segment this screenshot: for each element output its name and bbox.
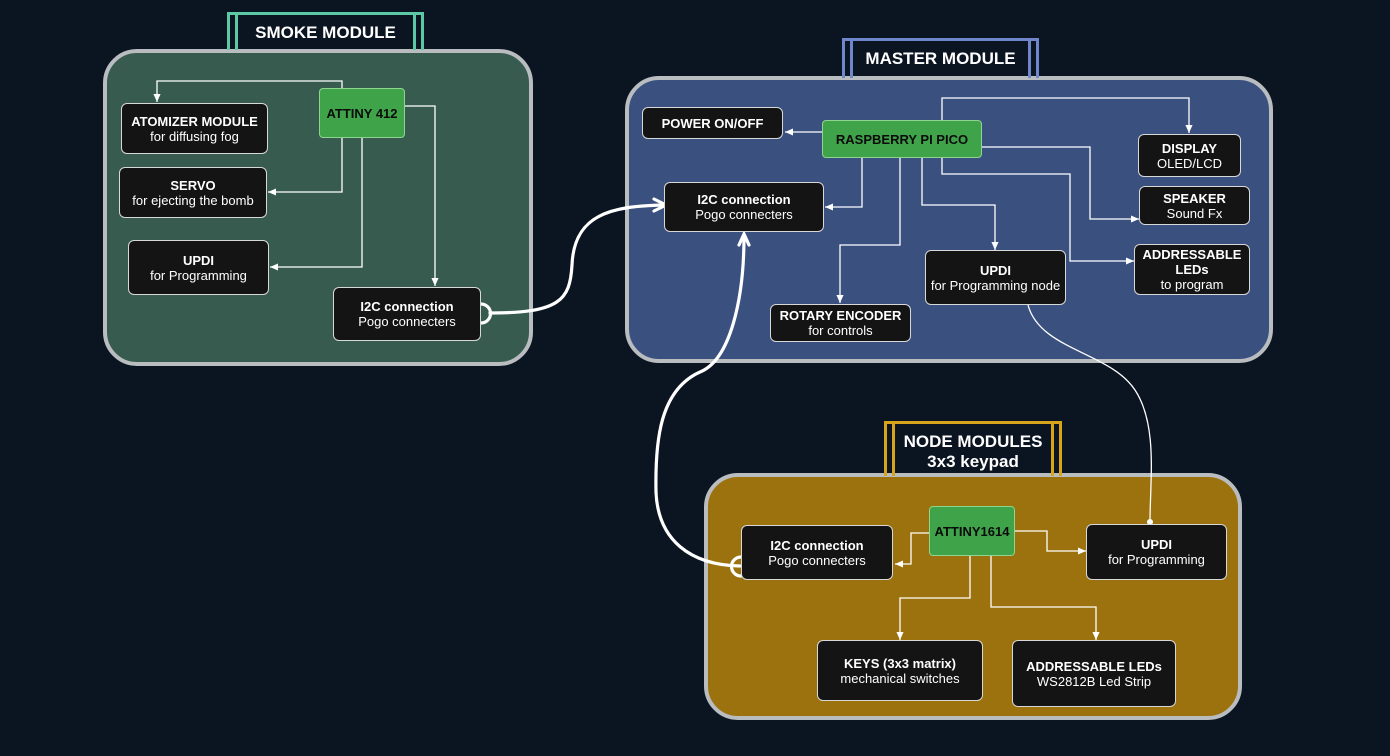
- wire-node-chip-to-keys: [896, 556, 971, 640]
- smoke-i2c-subtitle: Pogo connecters: [358, 314, 456, 329]
- attiny412-chip: ATTINY 412: [319, 88, 405, 138]
- node-modules-title-line1: NODE MODULES: [903, 432, 1043, 451]
- wire-pico-to-updi: [921, 158, 999, 250]
- raspberry-pi-pico-chip-label: RASPBERRY PI PICO: [835, 131, 969, 147]
- wire-chip-to-i2c: [405, 105, 439, 286]
- rotary-encoder-box: ROTARY ENCODER for controls: [770, 304, 911, 342]
- keys-subtitle: mechanical switches: [840, 670, 960, 686]
- node-modules-title-line2: 3x3 keypad: [927, 452, 1019, 471]
- servo-title: SERVO: [170, 177, 216, 193]
- wire-pico-to-leds: [941, 158, 1134, 265]
- master-module-title: MASTER MODULE: [842, 38, 1039, 78]
- attiny1614-chip-label: ATTINY1614: [934, 523, 1010, 539]
- smoke-updi-box: UPDI for Programming: [128, 240, 269, 295]
- atomizer-module-box: ATOMIZER MODULE for diffusing fog: [121, 103, 268, 154]
- keys-title: KEYS (3x3 matrix): [844, 655, 956, 671]
- wire-pico-to-display: [941, 97, 1193, 133]
- node-i2c-subtitle: Pogo connecters: [768, 552, 866, 568]
- master-updi-box: UPDI for Programming node: [925, 250, 1066, 305]
- attiny412-chip-label: ATTINY 412: [326, 105, 398, 121]
- smoke-module-title-text: SMOKE MODULE: [255, 23, 396, 42]
- smoke-module-title: SMOKE MODULE: [227, 12, 424, 50]
- master-i2c-title: I2C connection: [697, 192, 791, 207]
- node-updi-box: UPDI for Programming: [1086, 524, 1227, 580]
- servo-box: SERVO for ejecting the bomb: [119, 167, 267, 218]
- smoke-updi-title: UPDI: [182, 252, 215, 268]
- speaker-title: SPEAKER: [1163, 190, 1226, 206]
- wire-node-chip-to-i2c: [895, 532, 929, 568]
- smoke-i2c-box: I2C connection Pogo connecters: [333, 287, 481, 341]
- wire-chip-to-updi: [270, 138, 363, 271]
- master-leds-title: ADDRESSABLE LEDs: [1142, 247, 1242, 277]
- master-i2c-subtitle: Pogo connecters: [695, 207, 793, 222]
- atomizer-subtitle: for diffusing fog: [150, 128, 239, 144]
- node-updi-title: UPDI: [1140, 537, 1173, 552]
- node-i2c-title: I2C connection: [770, 537, 864, 553]
- node-leds-subtitle: WS2812B Led Strip: [1036, 673, 1152, 689]
- master-updi-title: UPDI: [979, 262, 1012, 278]
- master-leds-subtitle: to program: [1160, 277, 1224, 292]
- master-module-title-text: MASTER MODULE: [865, 49, 1016, 68]
- wire-chip-to-atomizer: [153, 80, 343, 102]
- pogo-cable-master-to-node: [654, 234, 746, 568]
- display-box: DISPLAY OLED/LCD: [1138, 134, 1241, 177]
- power-title: POWER ON/OFF: [661, 115, 764, 131]
- raspberry-pi-pico-chip: RASPBERRY PI PICO: [822, 120, 982, 158]
- attiny1614-chip: ATTINY1614: [929, 506, 1015, 556]
- wire-pico-to-i2c: [825, 158, 863, 211]
- servo-subtitle: for ejecting the bomb: [132, 192, 254, 208]
- rotary-subtitle: for controls: [808, 323, 873, 338]
- display-title: DISPLAY: [1161, 140, 1218, 156]
- smoke-i2c-title: I2C connection: [360, 299, 454, 314]
- speaker-box: SPEAKER Sound Fx: [1139, 186, 1250, 225]
- cable-updi-master-to-node: [1027, 304, 1152, 523]
- wire-node-chip-to-updi: [1015, 530, 1086, 555]
- master-i2c-box: I2C connection Pogo connecters: [664, 182, 824, 232]
- master-updi-subtitle: for Programming node: [930, 277, 1061, 293]
- pogo-cable-smoke-to-master: [488, 203, 666, 315]
- speaker-subtitle: Sound Fx: [1166, 205, 1223, 221]
- node-leds-box: ADDRESSABLE LEDs WS2812B Led Strip: [1012, 640, 1176, 707]
- node-i2c-box: I2C connection Pogo connecters: [741, 525, 893, 580]
- node-updi-subtitle: for Programming: [1108, 552, 1205, 567]
- wire-pico-to-rotary: [836, 158, 901, 303]
- atomizer-title: ATOMIZER MODULE: [131, 113, 258, 129]
- master-leds-box: ADDRESSABLE LEDs to program: [1134, 244, 1250, 295]
- smoke-updi-subtitle: for Programming: [150, 267, 247, 283]
- node-modules-title: NODE MODULES 3x3 keypad: [884, 421, 1062, 476]
- display-subtitle: OLED/LCD: [1156, 155, 1223, 171]
- rotary-title: ROTARY ENCODER: [779, 308, 902, 323]
- power-onoff-box: POWER ON/OFF: [642, 107, 783, 139]
- wire-pico-to-speaker: [982, 146, 1139, 223]
- wire-node-chip-to-leds: [990, 556, 1100, 640]
- wire-chip-to-servo: [268, 138, 343, 196]
- node-leds-title: ADDRESSABLE LEDs: [1026, 658, 1162, 674]
- keys-box: KEYS (3x3 matrix) mechanical switches: [817, 640, 983, 701]
